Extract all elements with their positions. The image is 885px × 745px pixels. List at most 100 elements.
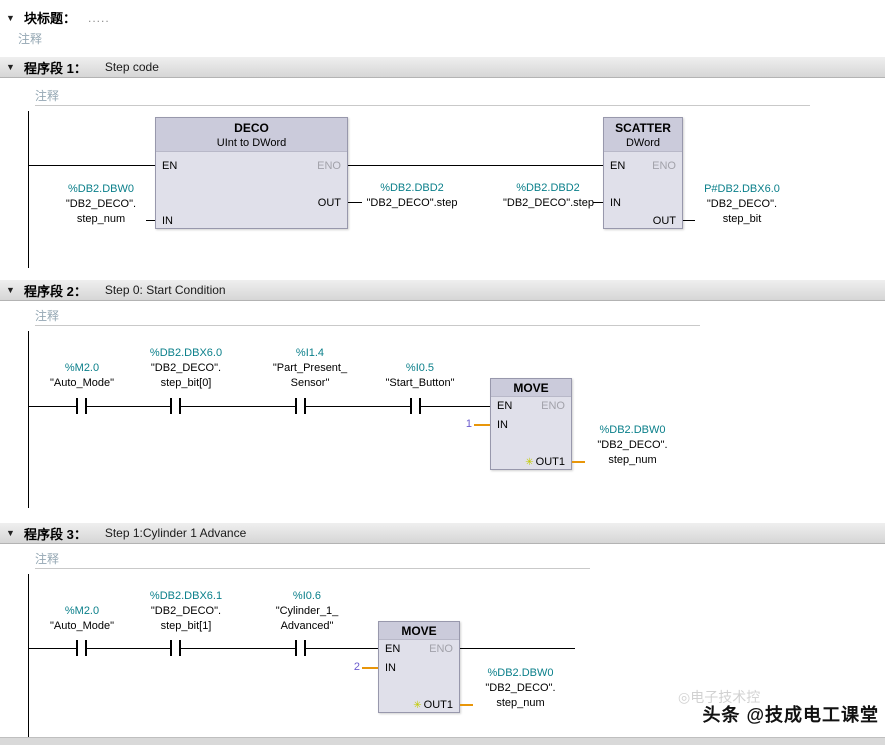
no-contact[interactable]: [170, 640, 181, 656]
network2-title[interactable]: Step 0: Start Condition: [104, 283, 226, 297]
network1-title[interactable]: Step code: [104, 60, 159, 74]
pin-out1: ✳OUT1: [413, 699, 453, 711]
operand-address[interactable]: P#DB2.DBX6.0: [704, 183, 780, 195]
out1-modify-icon[interactable]: ✳: [525, 457, 534, 468]
operand[interactable]: %DB2.DBW0 "DB2_DECO". step_num: [473, 666, 568, 711]
operand[interactable]: %DB2.DBW0 "DB2_DECO". step_num: [585, 423, 680, 468]
operand-name[interactable]: "Cylinder_1_: [275, 605, 339, 617]
move-block[interactable]: MOVE EN ENO IN ✳OUT1: [490, 378, 572, 470]
contact-operand[interactable]: %DB2.DBX6.1 "DB2_DECO". step_bit[1]: [132, 589, 240, 634]
operand-address[interactable]: %DB2.DBD2: [516, 182, 580, 194]
scatter-subtitle[interactable]: DWord: [625, 137, 661, 149]
next-network-bar[interactable]: [0, 737, 885, 745]
watermark-ghost: ◎电子技术控: [678, 689, 761, 705]
operand-name[interactable]: "Auto_Mode": [49, 377, 115, 389]
scatter-block[interactable]: SCATTER DWord EN ENO IN OUT: [603, 117, 683, 229]
operand-member[interactable]: step_bit[1]: [160, 620, 212, 632]
contact-operand[interactable]: %M2.0 "Auto_Mode": [32, 361, 132, 391]
power-rail: [28, 111, 29, 268]
operand-member[interactable]: step_bit[0]: [160, 377, 212, 389]
operand-address[interactable]: %M2.0: [64, 362, 100, 374]
contact-operand[interactable]: %M2.0 "Auto_Mode": [32, 604, 132, 634]
wire-stub: [460, 704, 473, 706]
operand-address[interactable]: %DB2.DBW0: [487, 667, 554, 679]
contact-operand[interactable]: %DB2.DBX6.0 "DB2_DECO". step_bit[0]: [132, 346, 240, 391]
operand-name[interactable]: "DB2_DECO".: [65, 198, 137, 210]
operand-name[interactable]: "DB2_DECO".step: [366, 197, 458, 209]
operand-address[interactable]: %I0.6: [292, 590, 322, 602]
no-contact[interactable]: [295, 398, 306, 414]
operand[interactable]: %DB2.DBW0 "DB2_DECO". step_num: [56, 182, 146, 227]
operand-address[interactable]: %DB2.DBX6.0: [149, 347, 223, 359]
collapse-icon[interactable]: ▼: [6, 528, 15, 538]
operand-member[interactable]: step_num: [76, 213, 126, 225]
watermark-text: 头条 @技成电工课堂: [702, 705, 879, 725]
block-comment[interactable]: 注释: [18, 32, 43, 46]
operand-member[interactable]: step_num: [496, 697, 545, 709]
operand-name[interactable]: "DB2_DECO".: [597, 439, 668, 451]
operand-name[interactable]: "DB2_DECO".: [706, 198, 778, 210]
operand-address[interactable]: %DB2.DBD2: [380, 182, 444, 194]
scatter-block-header: SCATTER DWord: [604, 118, 682, 152]
no-contact[interactable]: [76, 398, 87, 414]
collapse-icon[interactable]: ▼: [6, 12, 15, 23]
network3-title[interactable]: Step 1:Cylinder 1 Advance: [104, 526, 247, 540]
pin-en: EN: [385, 643, 401, 655]
wire-h: [460, 648, 575, 649]
block-title-dots[interactable]: .....: [88, 10, 110, 25]
operand-name[interactable]: "DB2_DECO".step: [503, 197, 594, 209]
wire-h: [421, 406, 490, 407]
out1-modify-icon[interactable]: ✳: [413, 700, 422, 711]
network2-comment[interactable]: 注释: [35, 309, 60, 323]
no-contact[interactable]: [410, 398, 421, 414]
wire-h: [348, 165, 603, 166]
in-constant[interactable]: 1: [465, 418, 472, 430]
operand-member[interactable]: step_bit: [722, 213, 762, 225]
wire-stub: [593, 202, 603, 203]
no-contact[interactable]: [170, 398, 181, 414]
wire-h: [87, 406, 170, 407]
operand-name[interactable]: "DB2_DECO".: [485, 682, 556, 694]
operand-name[interactable]: "DB2_DECO".: [150, 605, 222, 617]
deco-subtitle[interactable]: UInt to DWord: [216, 137, 287, 149]
deco-block[interactable]: DECO UInt to DWord EN ENO OUT IN: [155, 117, 348, 229]
move-block[interactable]: MOVE EN ENO IN ✳OUT1: [378, 621, 460, 713]
wire-stub: [683, 220, 695, 221]
no-contact[interactable]: [76, 640, 87, 656]
contact-operand[interactable]: %I0.6 "Cylinder_1_ Advanced": [252, 589, 362, 634]
wire-h: [87, 648, 170, 649]
operand-address[interactable]: %DB2.DBW0: [599, 424, 666, 436]
pin-eno: ENO: [317, 160, 341, 172]
operand-address[interactable]: %DB2.DBX6.1: [149, 590, 223, 602]
operand-member[interactable]: Advanced": [280, 620, 334, 632]
operand-name[interactable]: "Start_Button": [385, 377, 455, 389]
contact-operand[interactable]: %I0.5 "Start_Button": [365, 361, 475, 391]
operand[interactable]: %DB2.DBD2 "DB2_DECO".step: [503, 181, 594, 211]
network3-header[interactable]: ▼ 程序段 3： Step 1:Cylinder 1 Advance: [0, 523, 885, 544]
operand-name[interactable]: "Auto_Mode": [49, 620, 115, 632]
operand[interactable]: %DB2.DBD2 "DB2_DECO".step: [362, 181, 462, 211]
network1-header[interactable]: ▼ 程序段 1： Step code: [0, 57, 885, 78]
network2-header[interactable]: ▼ 程序段 2： Step 0: Start Condition: [0, 280, 885, 301]
move-block-header: MOVE: [379, 622, 459, 640]
collapse-icon[interactable]: ▼: [6, 285, 15, 295]
operand[interactable]: P#DB2.DBX6.0 "DB2_DECO". step_bit: [697, 182, 787, 227]
pin-in: IN: [385, 662, 396, 674]
operand-address[interactable]: %I1.4: [295, 347, 325, 359]
operand-name[interactable]: "Part_Present_: [272, 362, 348, 374]
no-contact[interactable]: [295, 640, 306, 656]
operand-member[interactable]: Sensor": [290, 377, 330, 389]
operand-member[interactable]: step_num: [608, 454, 657, 466]
pin-eno: ENO: [541, 400, 565, 412]
network3-comment[interactable]: 注释: [35, 552, 60, 566]
operand-address[interactable]: %DB2.DBW0: [67, 183, 135, 195]
in-constant[interactable]: 2: [353, 661, 360, 673]
contact-operand[interactable]: %I1.4 "Part_Present_ Sensor": [255, 346, 365, 391]
pin-en: EN: [162, 160, 178, 172]
operand-address[interactable]: %M2.0: [64, 605, 100, 617]
operand-name[interactable]: "DB2_DECO".: [150, 362, 222, 374]
network3-label: 程序段 3：: [24, 526, 87, 542]
operand-address[interactable]: %I0.5: [405, 362, 435, 374]
network1-comment[interactable]: 注释: [35, 89, 60, 103]
collapse-icon[interactable]: ▼: [6, 62, 15, 72]
